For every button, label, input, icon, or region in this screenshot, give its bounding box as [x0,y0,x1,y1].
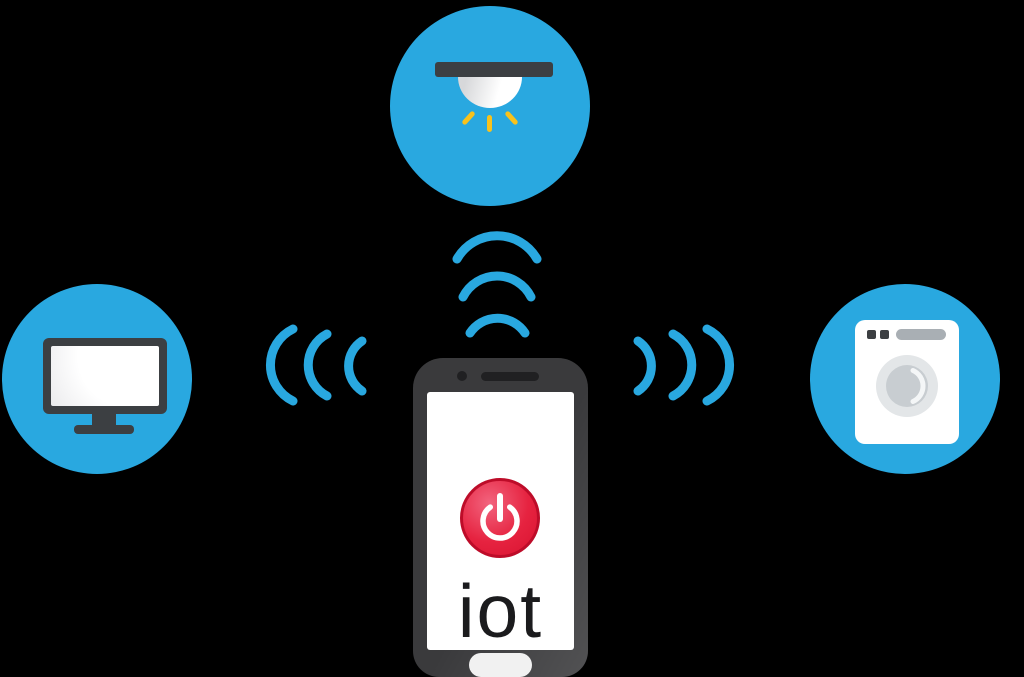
wifi-wave-arc [266,324,298,406]
wifi-waves-left [266,324,367,406]
device-circle-washer [810,284,1000,474]
light-ray-icon [461,110,476,126]
device-circle-lamp [390,6,590,206]
monitor-frame [43,338,167,414]
monitor-stand [92,414,116,425]
wifi-wave-arc [452,231,542,264]
monitor-base [74,425,134,434]
wifi-wave-arc [303,329,332,401]
light-ray-icon [504,110,519,126]
speaker-grille-icon [481,372,539,381]
washer-button-icon [867,330,876,339]
wifi-wave-arc [668,329,697,401]
tv-monitor-icon [2,284,192,474]
wifi-wave-arc [633,336,656,396]
wifi-wave-arc [458,271,536,302]
washer-door-glint [910,368,926,404]
washer-button-icon [880,330,889,339]
power-icon [480,493,520,541]
washing-machine-icon [810,284,1000,474]
lamp-bar [435,62,553,77]
wifi-wave-arc [344,336,367,396]
power-button [460,478,540,558]
washer-body [855,320,959,444]
washer-panel-bar [896,329,946,340]
wifi-waves-top [452,231,542,338]
iot-label: iot [457,569,544,653]
lamp-shade [458,77,522,108]
wifi-wave-arc [465,313,530,338]
smartphone: iot [413,358,588,677]
wifi-wave-arc [702,324,734,406]
wifi-waves-right [633,324,734,406]
phone-screen: iot [427,392,574,653]
light-ray-icon [487,115,492,132]
device-circle-tv [2,284,192,474]
ceiling-lamp-icon [390,6,590,206]
front-camera-icon [457,371,467,381]
home-button [469,653,532,677]
monitor-screen [51,346,159,406]
washer-door [876,355,938,417]
